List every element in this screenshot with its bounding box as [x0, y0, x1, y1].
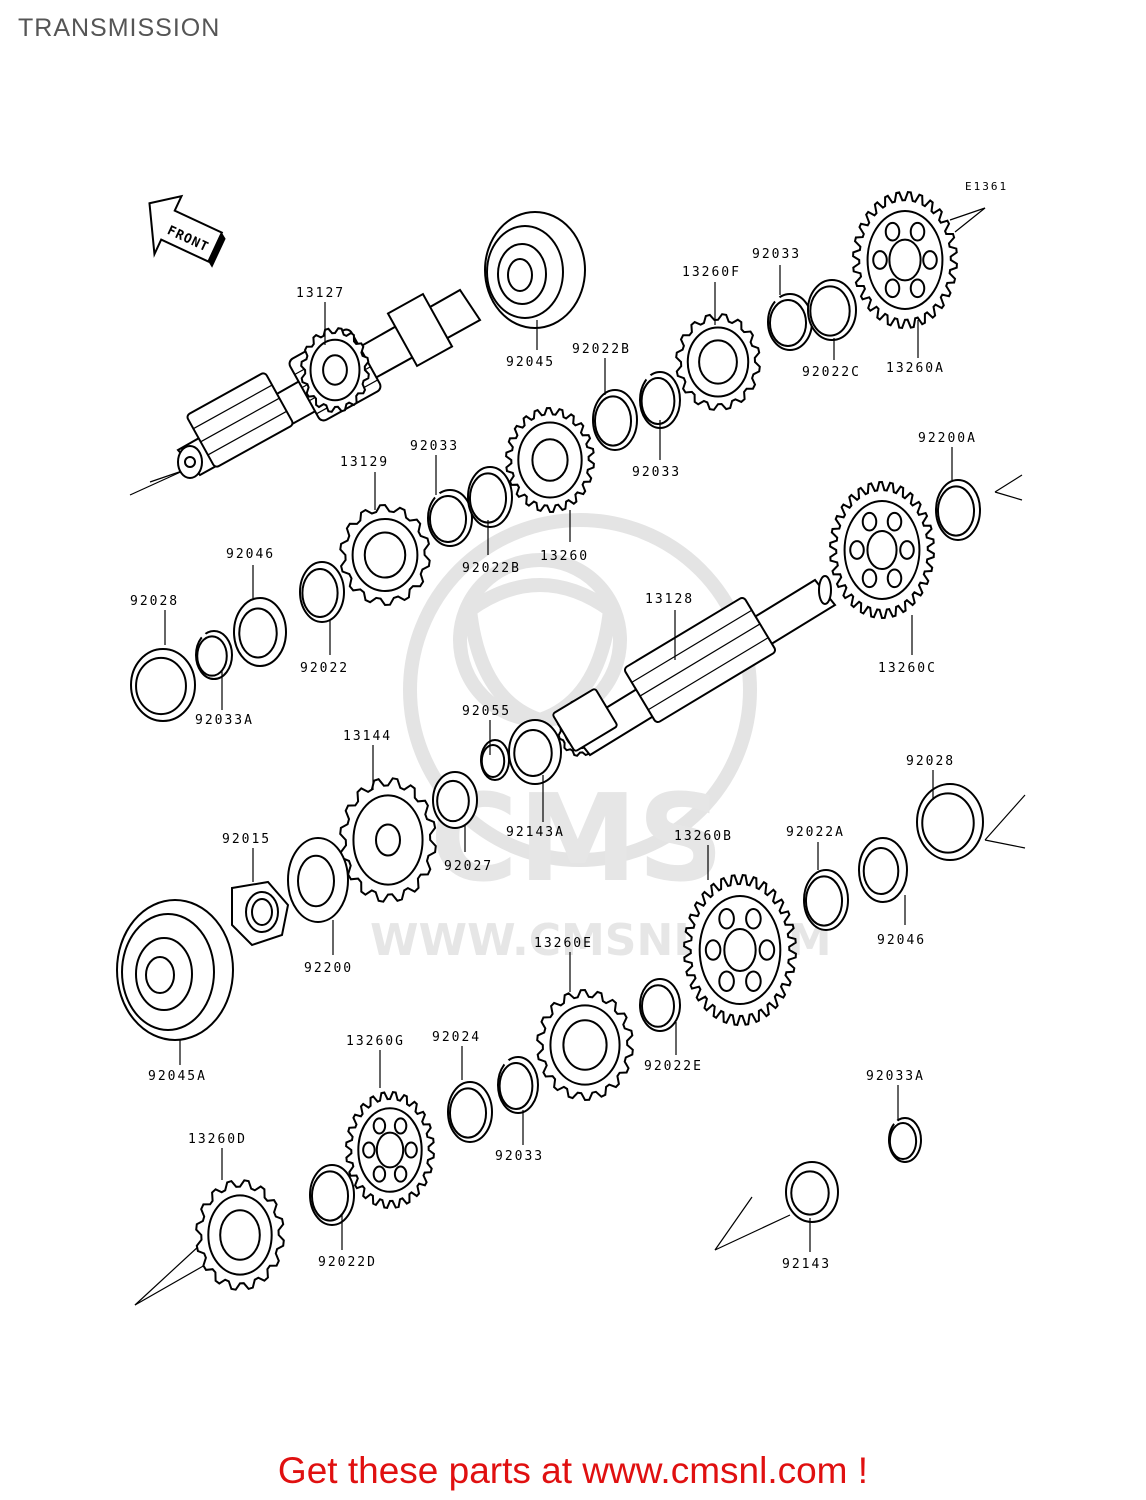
- label-13127: 13127: [296, 286, 345, 301]
- label-92055: 92055: [462, 704, 511, 719]
- washer-92022A: [803, 869, 849, 931]
- label-13260A: 13260A: [886, 361, 945, 376]
- label-13260F: 13260F: [682, 265, 741, 280]
- label-92022D: 92022D: [318, 1255, 377, 1270]
- washer-92022B-mid: [467, 466, 513, 528]
- promo-banner[interactable]: Get these parts at www.cmsnl.com !: [277, 1450, 869, 1491]
- washer-92022C: [807, 279, 857, 341]
- gear-13260G: [345, 1091, 435, 1209]
- needle-bearing-92046-r: [858, 837, 908, 903]
- label-92033-bot: 92033: [495, 1149, 544, 1164]
- label-13260G: 13260G: [346, 1034, 405, 1049]
- label-92046-r: 92046: [877, 933, 926, 948]
- label-92033-r2: 92033: [632, 465, 681, 480]
- bearing-race-92028-l: [130, 648, 196, 722]
- label-92143A: 92143A: [506, 825, 565, 840]
- nut-92015: [231, 880, 290, 947]
- circlip-92033A-r: [888, 1117, 922, 1163]
- gear-13260A: [852, 191, 958, 329]
- label-13260E: 13260E: [534, 936, 593, 951]
- gear-13127-teeth: [300, 327, 370, 413]
- circlip-92033A-l: [195, 630, 233, 680]
- collar-92143A: [508, 719, 562, 785]
- circlip-92033-mid: [427, 489, 473, 547]
- gear-13260E: [536, 988, 634, 1102]
- label-92143: 92143: [782, 1257, 831, 1272]
- circlip-92033-bot: [497, 1056, 539, 1114]
- label-13144: 13144: [343, 729, 392, 744]
- label-92022B-mid: 92022B: [462, 561, 521, 576]
- label-13128: 13128: [645, 592, 694, 607]
- label-92200A: 92200A: [918, 431, 977, 446]
- gear-13129: [339, 503, 431, 607]
- needle-bearing-92046-l: [233, 597, 287, 667]
- label-92028-l: 92028: [130, 594, 179, 609]
- label-92022C: 92022C: [802, 365, 861, 380]
- label-92022B-top: 92022B: [572, 342, 631, 357]
- label-92033A-r: 92033A: [866, 1069, 925, 1084]
- label-92028-r: 92028: [906, 754, 955, 769]
- label-13260B: 13260B: [674, 829, 733, 844]
- label-92033-mid: 92033: [410, 439, 459, 454]
- washer-92022B-top: [592, 389, 638, 451]
- label-92022E: 92022E: [644, 1059, 703, 1074]
- label-92045: 92045: [506, 355, 555, 370]
- gear-13260F: [675, 313, 761, 411]
- label-92200: 92200: [304, 961, 353, 976]
- label-92046-l: 92046: [226, 547, 275, 562]
- label-92015: 92015: [222, 832, 271, 847]
- label-13260D: 13260D: [188, 1132, 247, 1147]
- circlip-92033-top: [767, 293, 813, 351]
- label-13260: 13260: [540, 549, 589, 564]
- washer-92022E: [639, 978, 681, 1032]
- label-92027: 92027: [444, 859, 493, 874]
- collar-92143: [785, 1161, 839, 1223]
- collar-92027: [432, 771, 478, 829]
- label-92022: 92022: [300, 661, 349, 676]
- gear-13260: [505, 406, 595, 514]
- page-title: TRANSMISSION: [18, 14, 221, 42]
- circlip-92033-r2: [639, 371, 681, 429]
- output-shaft: [552, 575, 837, 757]
- gear-13260C: [829, 480, 935, 620]
- bearing-race-92028-r: [916, 783, 984, 861]
- label-13129: 13129: [340, 455, 389, 470]
- gear-13144: [339, 777, 437, 903]
- ball-bearing-92045: [484, 211, 586, 329]
- gear-13260D: [195, 1179, 285, 1291]
- watermark-brand: CMS: [430, 770, 724, 909]
- washer-92200A: [935, 479, 981, 541]
- ball-bearing-92045A: [116, 899, 234, 1041]
- label-92033A-l: 92033A: [195, 713, 254, 728]
- washer-92022: [299, 561, 345, 623]
- gear-13260B: [683, 874, 797, 1026]
- leader-lines: [164, 265, 953, 1252]
- label-92024: 92024: [432, 1030, 481, 1045]
- label-13260C: 13260C: [878, 661, 937, 676]
- washer-92024: [447, 1081, 493, 1143]
- label-92022A: 92022A: [786, 825, 845, 840]
- label-92033-top: 92033: [752, 247, 801, 262]
- diagram-code: E1361: [965, 180, 1008, 193]
- lock-washer-92200: [287, 837, 349, 923]
- washer-92022D: [309, 1164, 355, 1226]
- part-labels: 13127 92045 13260F 92033 92022C 13260A 9…: [130, 247, 977, 1272]
- label-92045A: 92045A: [148, 1069, 207, 1084]
- axis-lines: [129, 207, 1026, 1306]
- front-arrow: FRONT: [148, 194, 226, 268]
- o-ring-92055: [480, 739, 510, 781]
